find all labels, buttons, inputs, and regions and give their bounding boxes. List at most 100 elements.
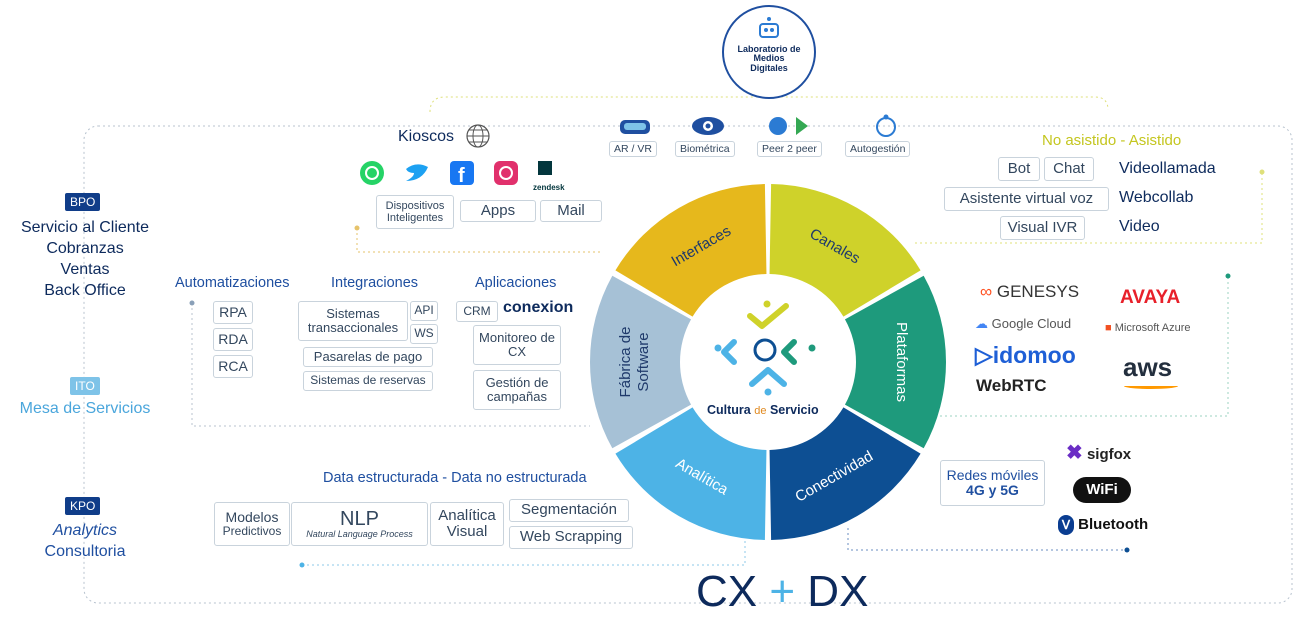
monitoreo-box: Monitoreo de CX <box>473 325 561 365</box>
aws-smile-icon <box>1124 383 1178 389</box>
video-label: Video <box>1119 218 1160 235</box>
lab-circle: Laboratorio de Medios Digitales <box>722 5 816 99</box>
analytics-title: Data estructurada - Data no estructurada <box>323 470 587 486</box>
icon-caption: AR / VR <box>609 141 657 157</box>
analitica-line1: Analítica <box>438 506 496 524</box>
bpo-item: Servicio al Cliente <box>20 219 150 236</box>
rca-box: RCA <box>213 355 253 378</box>
nlp-box: NLP Natural Language Process <box>291 502 428 546</box>
eye-icon <box>692 117 724 135</box>
footer-title: CX + DX <box>696 570 868 614</box>
sistemas-box: Sistemas transaccionales <box>298 301 408 341</box>
aws-logo: aws <box>1123 352 1173 382</box>
instagram-icon <box>494 161 518 185</box>
conexion-logo: conexion <box>503 299 574 316</box>
nlp-subtitle: Natural Language Process <box>306 529 413 540</box>
wheel-segment-fabrica <box>590 275 692 449</box>
webcollab-label: Webcollab <box>1119 189 1194 206</box>
genesys-logo: ∞ GENESYS <box>980 282 1080 301</box>
modelos-line2: Predictivos <box>222 524 282 539</box>
footer-dx: DX <box>807 567 869 616</box>
scrapping-box: Web Scrapping <box>509 526 633 549</box>
ito-tag: ITO <box>70 377 100 395</box>
svg-text:f: f <box>458 165 465 187</box>
wheel-segment-conectividad <box>769 407 921 540</box>
center-text-a: Cultura <box>707 403 751 417</box>
lab-line3: Digitales <box>750 62 788 73</box>
asistente-box: Asistente virtual voz <box>944 187 1109 211</box>
icon-caption: Biométrica <box>675 141 735 157</box>
ws-box: WS <box>410 324 438 344</box>
videollamada-label: Videollamada <box>1119 160 1216 177</box>
twitter-icon <box>406 164 428 181</box>
app-stores-icon <box>769 117 808 135</box>
facebook-icon: f <box>450 161 474 187</box>
gestion-box: Gestión de campañas <box>473 370 561 410</box>
vr-headset-icon <box>620 120 650 134</box>
wheel-label-fabrica: Fábrica deSoftware <box>617 327 652 398</box>
segmentacion-box: Segmentación <box>509 499 629 522</box>
zendesk-label: zendesk <box>533 183 565 192</box>
nlp-title: NLP <box>340 508 379 531</box>
cultura-logo-icon <box>714 300 816 396</box>
social-icons: f <box>360 161 552 187</box>
channels-title: No asistido - Asistido <box>1042 132 1182 149</box>
rpa-box: RPA <box>213 301 253 324</box>
wheel-segment-interfaces <box>615 184 767 317</box>
bpo-tag: BPO <box>65 193 101 211</box>
wheel-center <box>684 278 852 446</box>
kpo-item: Consultoria <box>44 543 126 560</box>
chat-box: Chat <box>1044 157 1094 181</box>
webrtc-logo: WebRTC <box>976 376 1047 395</box>
bpo-item: Ventas <box>60 261 110 278</box>
bpo-item: Back Office <box>44 282 126 299</box>
idomoo-logo: ▷idomoo <box>975 342 1076 368</box>
dispositivos-box: Dispositivos Inteligentes <box>376 195 454 229</box>
footer-cx: CX <box>696 567 758 616</box>
apps-box: Apps <box>460 200 536 222</box>
bpo-item: Cobranzas <box>46 240 124 257</box>
modelos-box: Modelos Predictivos <box>214 502 290 546</box>
whatsapp-icon <box>360 161 384 185</box>
sigfox-logo: ✖ sigfox <box>1066 442 1132 464</box>
avaya-logo: AVAYA <box>1120 287 1181 308</box>
kpo-item: Analytics <box>52 522 118 539</box>
bluetooth-logo: ᐯ Bluetooth <box>1058 515 1148 535</box>
api-box: API <box>410 301 438 321</box>
azure-logo: ■ Microsoft Azure <box>1105 322 1191 334</box>
analitica-box: Analítica Visual <box>430 502 504 546</box>
lab-icon <box>759 17 779 38</box>
icon-caption: Autogestión <box>845 141 911 157</box>
wheel-segment-plataformas <box>844 275 947 449</box>
wifi-logo: WiFi <box>1073 477 1131 503</box>
kioscos-label: Kioscos <box>398 128 455 145</box>
globe-icon <box>466 124 490 148</box>
mail-box: Mail <box>540 200 602 222</box>
self-service-icon <box>876 114 896 137</box>
crm-box: CRM <box>456 301 498 322</box>
redes-box: Redes móviles 4G y 5G <box>940 460 1045 506</box>
automatizaciones-title: Automatizaciones <box>175 275 290 291</box>
ito-item: Mesa de Servicios <box>19 400 151 417</box>
reservas-box: Sistemas de reservas <box>303 371 433 391</box>
tech-icons <box>620 114 896 137</box>
rda-box: RDA <box>213 328 253 351</box>
modelos-line1: Modelos <box>225 508 279 525</box>
redes-line1: Redes móviles <box>946 466 1039 483</box>
lab-line1: Laboratorio de <box>737 44 801 54</box>
footer-plus: + <box>769 567 796 616</box>
center-text-b: de <box>754 405 767 417</box>
lab-line2: Medios <box>753 53 785 64</box>
wheel-label-plataformas: Plataformas <box>893 322 910 402</box>
zendesk-icon <box>538 161 552 175</box>
wheel-segment-analitica <box>615 407 767 540</box>
wheel-segment-canales <box>769 184 921 317</box>
icon-caption: Peer 2 peer <box>757 141 822 157</box>
integraciones-title: Integraciones <box>331 275 419 291</box>
bot-box: Bot <box>998 157 1040 181</box>
bpo-list: Servicio al Cliente Cobranzas Ventas Bac… <box>10 217 160 301</box>
kpo-tag: KPO <box>65 497 101 515</box>
pasarelas-box: Pasarelas de pago <box>303 347 433 367</box>
